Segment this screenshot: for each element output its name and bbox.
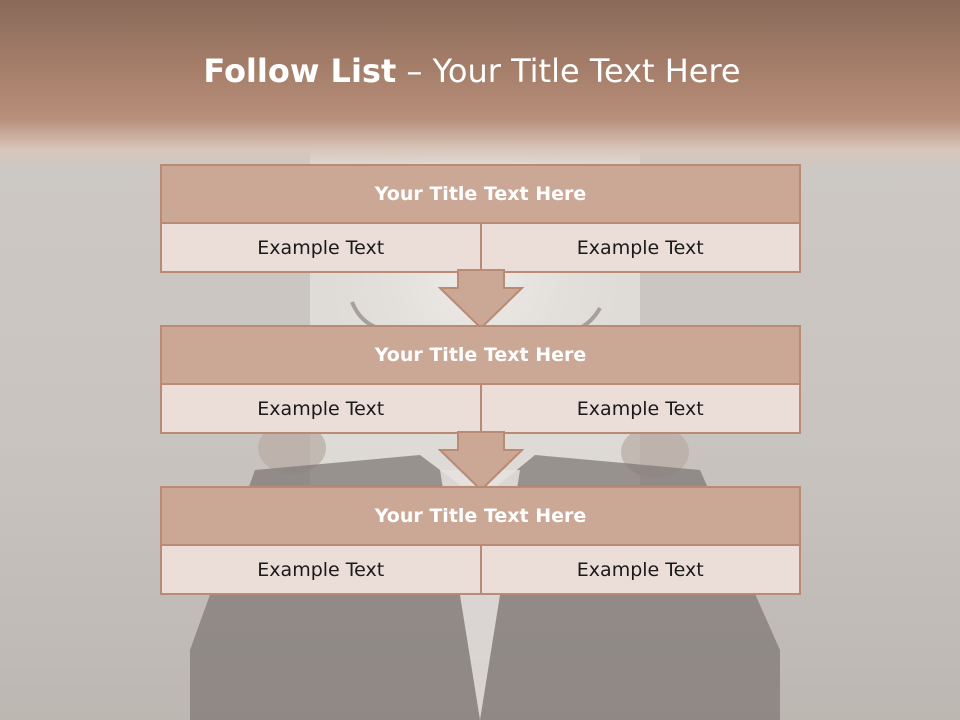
step-title: Your Title Text Here	[162, 166, 799, 224]
step-cell-left: Example Text	[257, 558, 385, 581]
title-bold: Follow List	[203, 52, 397, 90]
slide-title: Follow List – Your Title Text Here	[0, 52, 944, 90]
step-cell-left: Example Text	[257, 397, 385, 420]
step-cell-left: Example Text	[257, 236, 385, 259]
step-cell-right: Example Text	[479, 224, 800, 271]
title-band	[0, 0, 960, 170]
step-row: Example Text Example Text	[162, 546, 799, 593]
down-arrow-icon	[438, 431, 524, 492]
step-cell-right: Example Text	[479, 385, 800, 432]
title-rest: – Your Title Text Here	[406, 52, 741, 90]
step-box-2: Your Title Text Here Example Text Exampl…	[160, 325, 801, 434]
step-row: Example Text Example Text	[162, 385, 799, 432]
down-arrow-icon	[438, 269, 524, 330]
step-row: Example Text Example Text	[162, 224, 799, 271]
step-box-1: Your Title Text Here Example Text Exampl…	[160, 164, 801, 273]
step-box-3: Your Title Text Here Example Text Exampl…	[160, 486, 801, 595]
step-title: Your Title Text Here	[162, 327, 799, 385]
step-title: Your Title Text Here	[162, 488, 799, 546]
step-cell-right: Example Text	[479, 546, 800, 593]
